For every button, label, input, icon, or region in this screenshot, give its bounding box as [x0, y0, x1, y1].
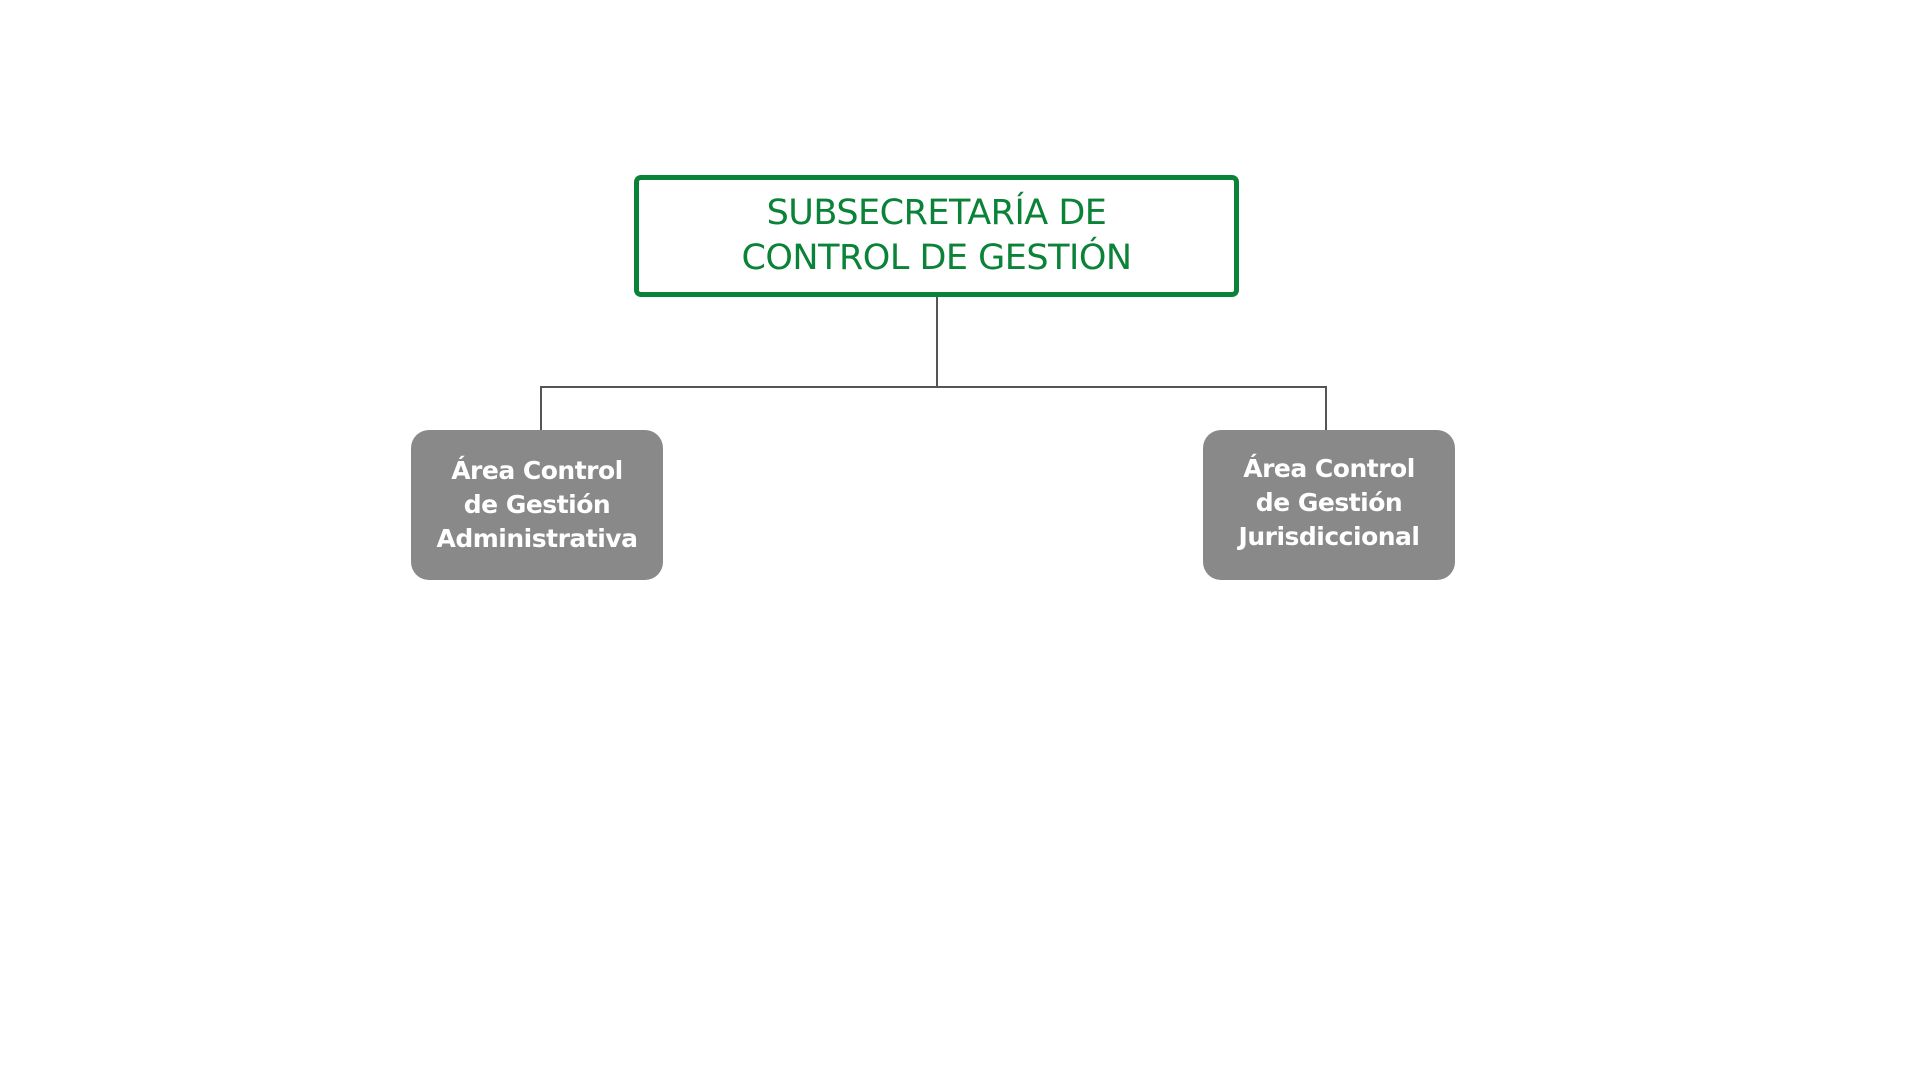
node-area-control-gestion-jurisdiccional: Área Control de Gestión Jurisdiccional [1203, 430, 1455, 580]
node-label-line-1: Área Control [1243, 454, 1415, 483]
node-label-line-3: Jurisdiccional [1238, 522, 1420, 551]
node-label-line-1: Área Control [451, 456, 623, 485]
connector-root-stem [936, 297, 938, 388]
node-label-line-2: de Gestión [1255, 488, 1403, 517]
node-label-line-2: de Gestión [463, 490, 611, 519]
node-area-control-gestion-administrativa: Área Control de Gestión Administrativa [411, 430, 663, 580]
connector-drop-right [1325, 386, 1327, 430]
node-title-line-1: SUBSECRETARÍA DE [766, 193, 1107, 233]
node-label-line-3: Administrativa [436, 524, 638, 553]
node-title-line-2: CONTROL DE GESTIÓN [741, 238, 1132, 278]
node-subsecretaria-control-gestion: SUBSECRETARÍA DE CONTROL DE GESTIÓN [634, 175, 1239, 297]
connector-horizontal-bar [540, 386, 1327, 388]
connector-drop-left [540, 386, 542, 430]
